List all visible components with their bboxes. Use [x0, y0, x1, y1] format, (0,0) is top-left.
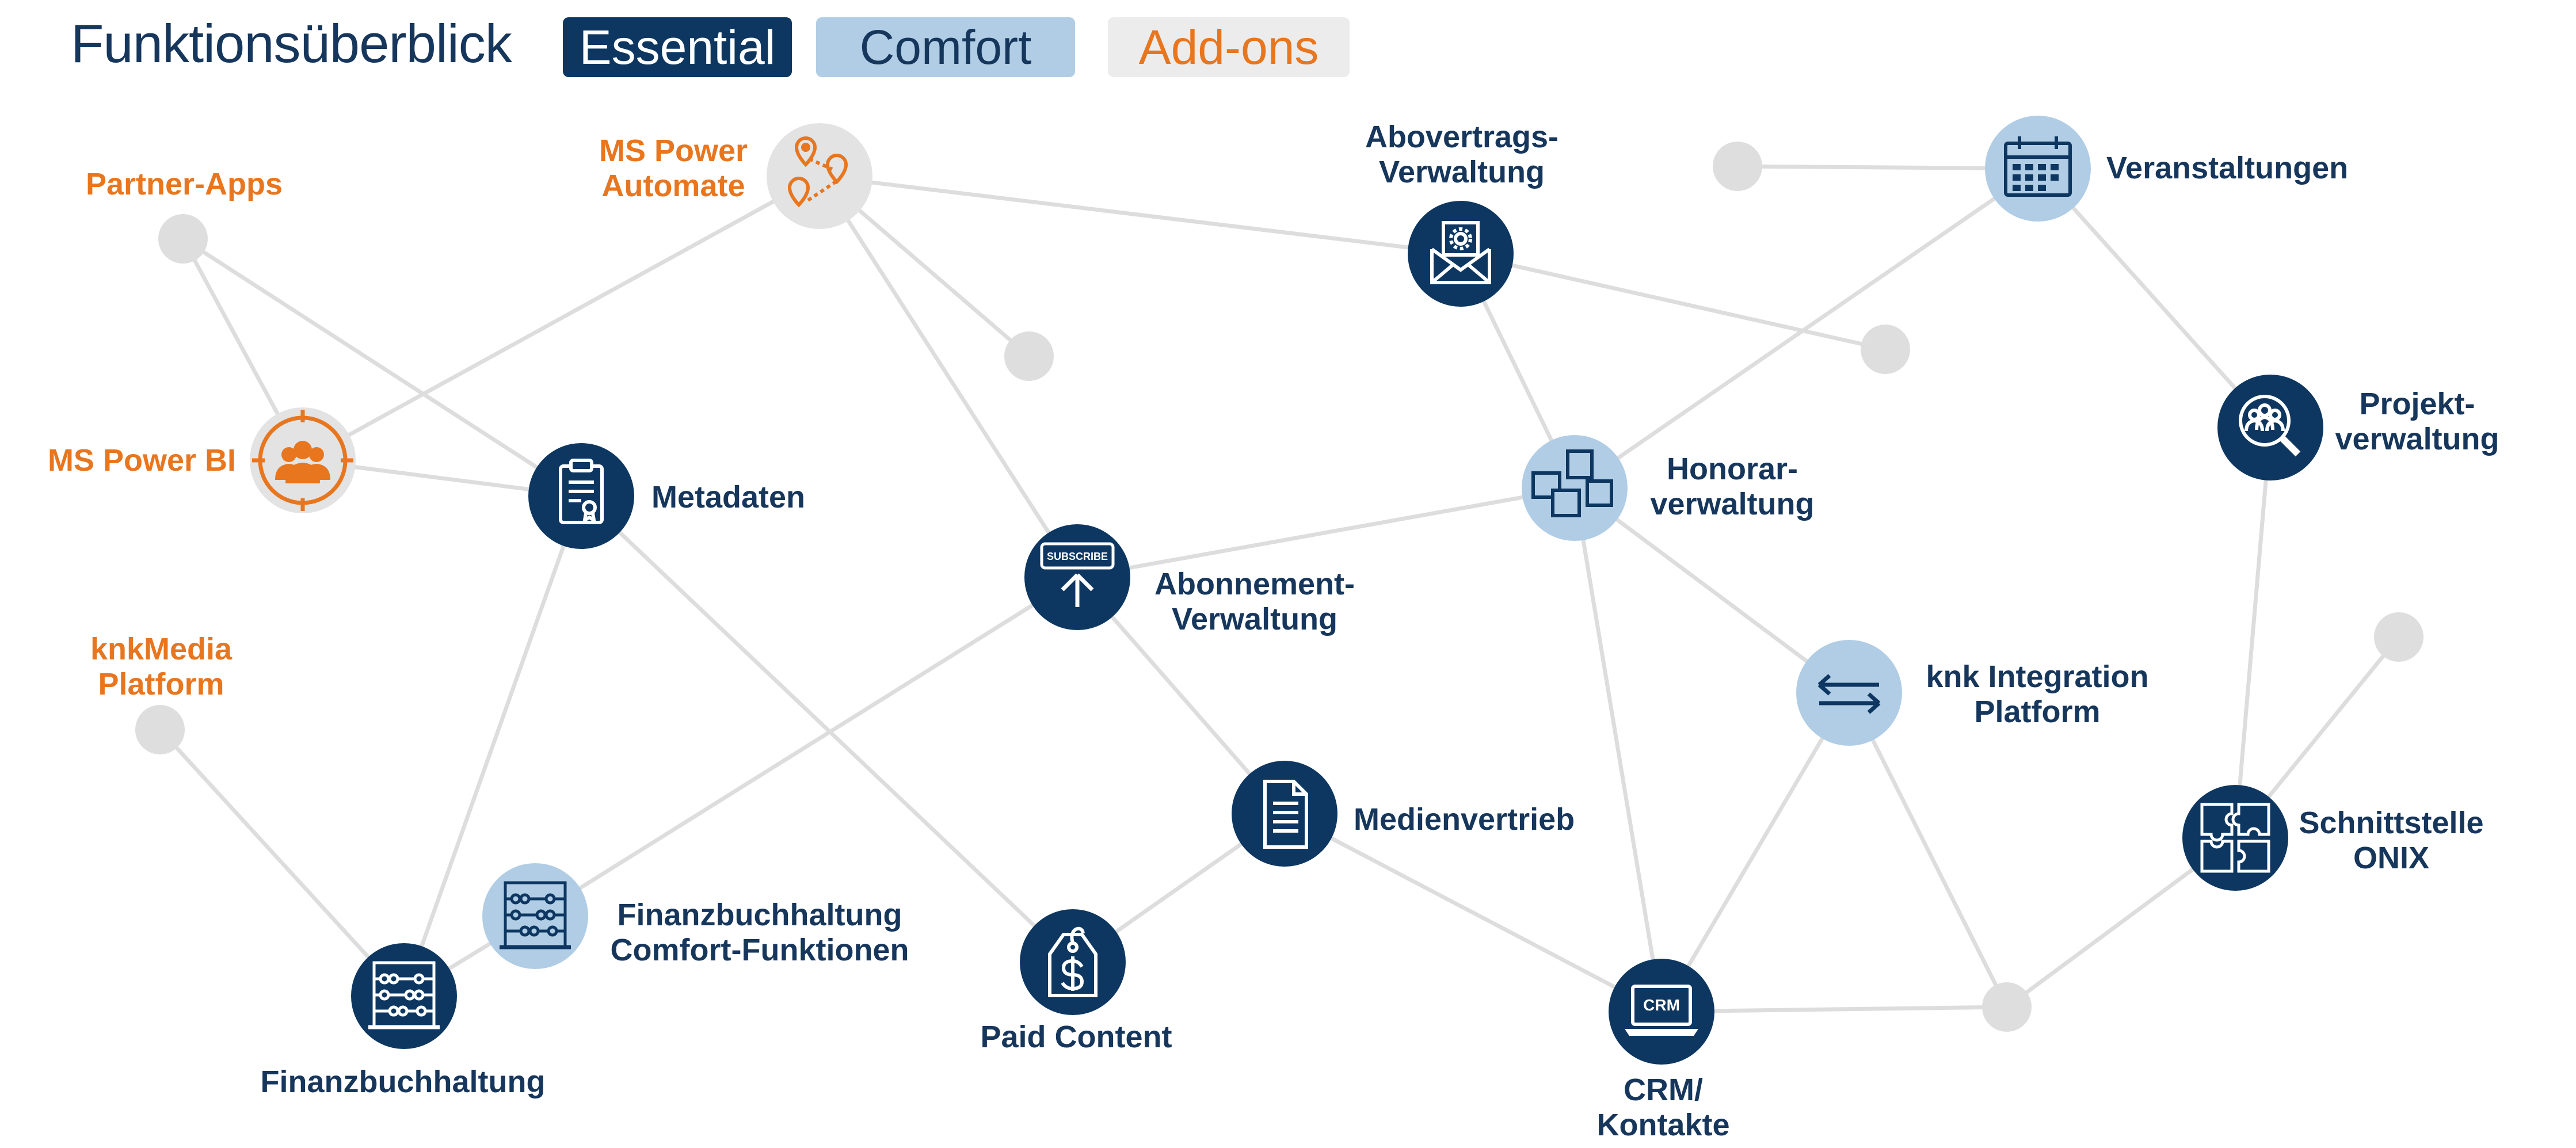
edge [1572, 487, 1664, 1012]
dot-empty [1982, 982, 2032, 1032]
edge [2233, 427, 2273, 838]
price-tag-icon [1048, 926, 1098, 997]
clipboard-certificate-icon [559, 459, 604, 524]
nodes: SUBSCRIBE [135, 116, 2423, 1065]
node-fibu-comfort[interactable] [482, 863, 588, 969]
dot-knkmedia [135, 705, 185, 754]
node-medienvertrieb[interactable] [1232, 761, 1337, 867]
legend-comfort: Comfort [816, 17, 1075, 77]
subscribe-icon: SUBSCRIBE [1040, 542, 1115, 607]
calendar-icon [2004, 136, 2072, 197]
edge [1460, 251, 1886, 352]
edge [819, 174, 1461, 256]
people-target-icon [252, 410, 353, 511]
label-metadaten: Metadaten [651, 480, 806, 514]
puzzle-icon [2200, 803, 2270, 873]
dot-empty [1713, 142, 1762, 191]
label-ms-power-bi: MS Power BI [47, 443, 236, 478]
arrows-exchange-icon [1817, 674, 1881, 714]
label-crm: CRM/ Kontakte [1596, 1073, 1730, 1142]
edge [402, 495, 584, 997]
label-honorar: Honorar- verwaltung [1650, 452, 1815, 521]
label-knk-integration: knk Integration Platform [1926, 659, 2149, 729]
node-honorar[interactable] [1522, 435, 1628, 541]
node-abovertrag[interactable] [1408, 201, 1514, 307]
edge [534, 575, 1079, 918]
edge [1573, 486, 1851, 695]
node-fibu[interactable] [351, 943, 457, 1049]
node-ms-power-automate[interactable] [767, 123, 872, 229]
document-icon [1263, 780, 1308, 849]
edge [1573, 167, 2039, 490]
abacus-icon [500, 881, 571, 949]
label-partner-apps: Partner-Apps [85, 167, 283, 201]
node-knk-integration[interactable] [1796, 640, 1902, 746]
node-projekt[interactable] [2217, 375, 2323, 480]
label-abovertrag: Abovertrags- Verwaltung [1365, 120, 1559, 189]
legend-essential: Essential [563, 17, 792, 77]
edge [1661, 1005, 2007, 1014]
node-metadaten[interactable] [528, 443, 634, 549]
label-medienvertrieb: Medienvertrieb [1354, 802, 1575, 837]
edge [1847, 692, 2009, 1008]
legend-addons: Add-ons [1108, 17, 1350, 77]
edge [182, 237, 582, 498]
edge [302, 174, 821, 463]
label-abonnement: Abonnement- Verwaltung [1154, 567, 1355, 636]
documents-icon [1531, 449, 1613, 517]
node-crm[interactable]: CRM [1609, 959, 1714, 1065]
team-search-icon [2239, 395, 2301, 457]
abacus-icon [368, 961, 440, 1029]
node-paid-content[interactable] [1020, 909, 1126, 1015]
label-ms-power-automate: MS Power Automate [599, 134, 748, 203]
dot-empty [1004, 331, 1054, 381]
map-pin-route-icon [787, 136, 848, 208]
dot-partner-apps [158, 214, 208, 264]
label-schnittstelle: Schnittstelle ONIX [2299, 806, 2484, 875]
label-veranstaltungen: Veranstaltungen [2106, 151, 2349, 185]
label-knkmedia: knkMedia Platform [90, 632, 233, 701]
subscribe-badge-text: SUBSCRIBE [1047, 551, 1108, 562]
edge [1077, 486, 1575, 579]
edge [1659, 692, 1851, 1013]
edge [1283, 811, 1663, 1014]
edge [158, 728, 406, 998]
laptop-crm-icon: CRM [1625, 985, 1698, 1036]
node-veranstaltungen[interactable] [1985, 116, 2091, 222]
dot-empty [1861, 325, 1910, 374]
node-ms-power-bi[interactable] [250, 407, 356, 513]
edge [818, 175, 1079, 578]
crm-badge-text: CRM [1643, 996, 1680, 1014]
edge [2036, 167, 2272, 429]
label-paid-content: Paid Content [980, 1020, 1172, 1054]
label-projekt: Projekt- verwaltung [2335, 387, 2499, 456]
node-abonnement[interactable]: SUBSCRIBE [1024, 524, 1130, 630]
edge [580, 494, 1074, 964]
page-title: Funktionsüberblick [71, 13, 512, 74]
node-schnittstelle[interactable] [2182, 785, 2288, 891]
label-fibu-comfort: Finanzbuchhaltung Comfort-Funktionen [610, 898, 909, 967]
envelope-gear-icon [1430, 221, 1491, 284]
edges [158, 164, 2400, 1014]
dot-empty [2374, 612, 2423, 662]
label-fibu: Finanzbuchhaltung [260, 1065, 546, 1099]
